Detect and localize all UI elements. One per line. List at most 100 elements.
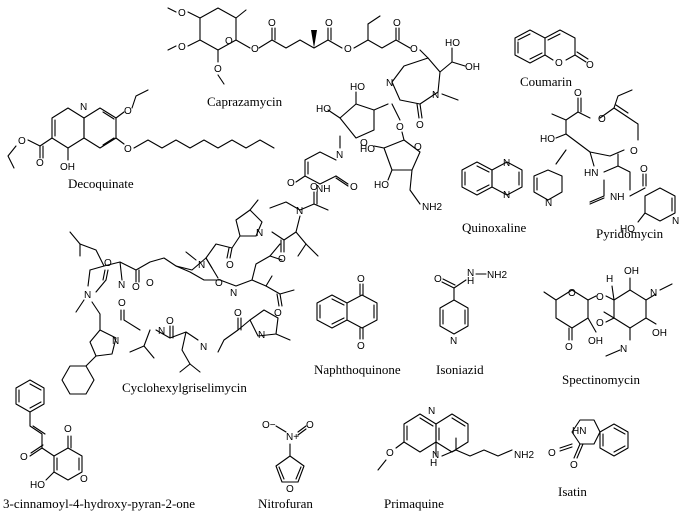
decoquinate-structure: N O O OH O O Decoquinate [7, 89, 275, 191]
cyclohexylgriselimycin-structure: O N O N O N O N O O N [61, 182, 329, 395]
atom-oh: OH [652, 328, 667, 339]
atom-o: O [640, 164, 648, 175]
atom-n: N [432, 90, 439, 101]
atom-o: O [80, 474, 88, 485]
quinoxaline-structure: N N Quinoxaline [461, 158, 526, 235]
atom-n: N [450, 336, 457, 347]
atom-h: H [467, 276, 474, 287]
atom-o: O [416, 120, 424, 131]
atom-o: O [225, 36, 233, 47]
atom-o: O [214, 64, 222, 75]
atom-h: H [606, 274, 613, 285]
coumarin-structure: O O Coumarin [514, 29, 594, 89]
atom-o: O [596, 318, 604, 329]
spectinomycin-structure: O O OH O O H OH N OH N Spectinomycin [543, 266, 673, 387]
atom-o: O [396, 122, 404, 133]
atom-hn: HN [572, 426, 586, 437]
atom-oh: OH [588, 336, 603, 347]
pyridomycin-structure: O O O HO HN N NH O N HO Pyridomycin [533, 88, 679, 241]
atom-o: O [598, 114, 606, 125]
atom-n: N [467, 268, 474, 279]
atom-o: O [555, 58, 563, 69]
atom-o: O [124, 106, 132, 117]
compound-name-decoquinate: Decoquinate [68, 176, 134, 191]
compound-name-cyclohexylgriselimycin: Cyclohexylgriselimycin [122, 380, 247, 395]
atom-o: O [574, 88, 582, 99]
isoniazid-structure: N O H N NH2 Isoniazid [434, 268, 507, 377]
atom-o: O [357, 274, 365, 285]
atom-o: O [18, 136, 26, 147]
atom-o: O [565, 342, 573, 353]
atom-o: O [386, 448, 394, 459]
atom-n: N [672, 216, 679, 227]
atom-o: O [357, 341, 365, 352]
atom-ho: HO [350, 82, 365, 93]
atom-nh2: NH2 [487, 270, 507, 281]
atom-ho: HO [360, 144, 375, 155]
atom-o: O [146, 278, 154, 289]
atom-o: O [166, 316, 174, 327]
atom-o: O [215, 278, 223, 289]
atom-o: O [434, 274, 442, 285]
atom-o: O [274, 308, 282, 319]
atom-n: N [256, 228, 263, 239]
atom-o: O [360, 138, 368, 149]
atom-n: N [112, 336, 119, 347]
isatin-structure: HN O O Isatin [548, 419, 629, 499]
atom-o: O [268, 18, 276, 29]
compound-name-isoniazid: Isoniazid [436, 362, 484, 377]
atom-n: N [336, 150, 343, 161]
compound-name-coumarin: Coumarin [520, 74, 572, 89]
atom-ho: HO [540, 134, 555, 145]
atom-n: N [545, 198, 552, 209]
atom-o: O [306, 420, 314, 431]
atom-oh: OH [60, 162, 75, 173]
atom-o: O [104, 258, 112, 269]
compound-name-pyridomycin: Pyridomycin [596, 226, 664, 241]
atom-o: O [344, 44, 352, 55]
atom-ho: HO [445, 38, 460, 49]
atom-o: O [410, 44, 418, 55]
nitrofuran-structure: O− N+ O O Nitrofuran [258, 420, 314, 511]
compound-name-cinnamoyl-pyranone: 3-cinnamoyl-4-hydroxy-pyran-2-one [3, 496, 195, 511]
atom-n: N [258, 330, 265, 341]
atom-n: N [80, 102, 87, 113]
atom-n: N [428, 406, 435, 417]
atom-n: N [198, 260, 205, 271]
atom-n: N [230, 288, 237, 299]
compound-name-caprazamycin: Caprazamycin [207, 94, 283, 109]
cinnamoyl-pyranone-structure: O O O HO 3-cinnamoyl-4-hydroxy-pyran-2-o… [3, 379, 195, 511]
atom-o: O [251, 44, 259, 55]
compound-name-spectinomycin: Spectinomycin [562, 372, 640, 387]
naphthoquinone-structure: O O Naphthoquinone [314, 274, 401, 377]
atom-oh: OH [624, 266, 639, 277]
compound-name-quinoxaline: Quinoxaline [462, 220, 526, 235]
compound-name-primaquine: Primaquine [384, 496, 444, 511]
atom-nh: NH [610, 192, 624, 203]
atom-o: O [118, 298, 126, 309]
atom-o: O [20, 452, 28, 463]
atom-n-plus: N+ [286, 432, 299, 443]
atom-n: N [620, 344, 627, 355]
atom-ho: HO [374, 180, 389, 191]
atom-n: N [296, 206, 303, 217]
caprazamycin-structure: O O O O O O O O O O HO OH [167, 7, 480, 213]
atom-n: N [158, 326, 165, 337]
atom-oh: OH [465, 62, 480, 73]
atom-nh2: NH2 [422, 202, 442, 213]
atom-n: N [118, 280, 125, 291]
atom-o: O [596, 292, 604, 303]
atom-o: O [132, 282, 140, 293]
atom-o-minus: O− [262, 420, 276, 431]
atom-o: O [226, 260, 234, 271]
atom-o: O [124, 144, 132, 155]
atom-o: O [178, 8, 186, 19]
compound-name-isatin: Isatin [558, 484, 587, 499]
atom-nh: NH [316, 184, 330, 195]
atom-n: N [432, 450, 439, 461]
atom-ho: HO [620, 224, 635, 235]
primaquine-structure: N O H N NH2 Primaquine [377, 406, 534, 511]
atom-o: O [310, 182, 318, 193]
atom-o: O [178, 42, 186, 53]
